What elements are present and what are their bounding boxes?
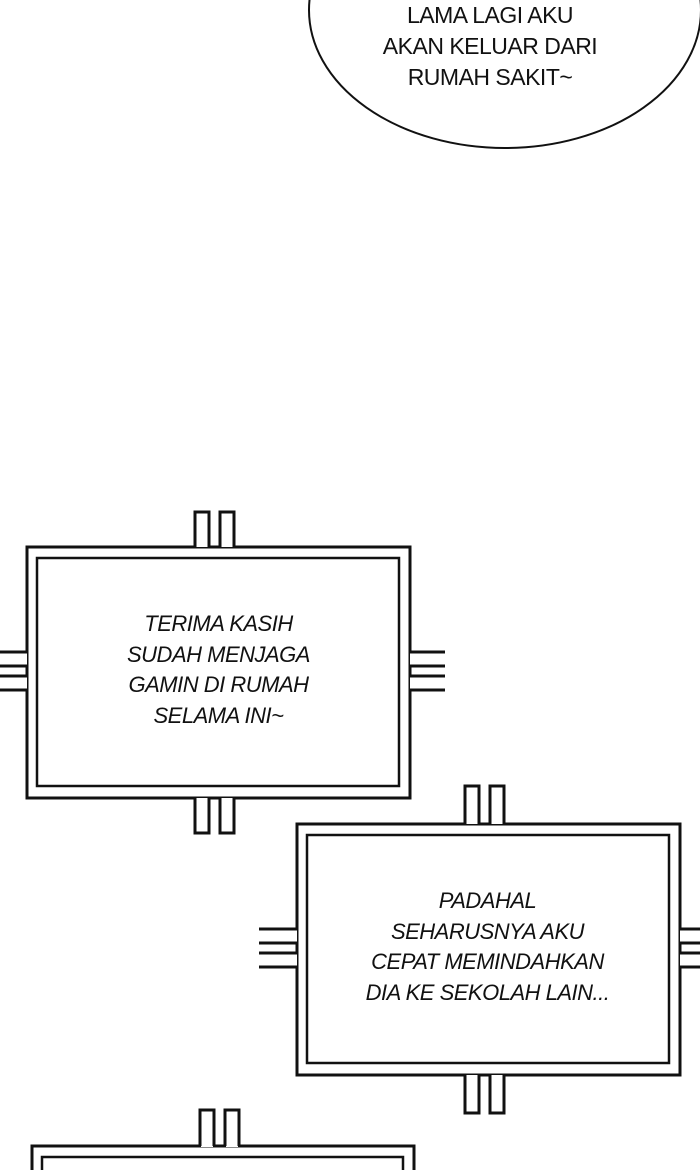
bubble-line: AKAN KELUAR DARI: [382, 33, 598, 59]
tab-fill: [680, 954, 700, 966]
tab-fill: [0, 653, 27, 665]
tab-fill: [259, 954, 297, 966]
tab-fill: [680, 930, 700, 942]
top-tab: [488, 784, 506, 824]
narration-line: CEPAT MEMINDAHKAN: [371, 949, 604, 974]
tab-fill: [491, 1075, 503, 1113]
bottom-tab: [488, 1075, 506, 1115]
tab-fill: [491, 786, 503, 824]
bottom-tab: [193, 798, 211, 835]
bottom-tab: [218, 798, 236, 835]
left-tab: [259, 927, 297, 945]
right-tab: [410, 674, 445, 692]
right-tab: [680, 927, 700, 945]
narration-line: PADAHAL: [438, 888, 537, 913]
narration-box-1-inner-border: [35, 556, 401, 788]
narration-line: SEHARUSNYA AKU: [390, 918, 585, 944]
tab-fill: [221, 798, 233, 833]
narration-box-2-inner-border: [305, 833, 671, 1065]
speech-bubble-text: LAMA LAGI AKU AKAN KELUAR DARI RUMAH SAK…: [340, 0, 640, 93]
top-tab: [218, 510, 236, 547]
left-tab: [259, 951, 297, 969]
top-tab: [193, 510, 211, 547]
tab-fill: [221, 512, 233, 547]
bubble-line: LAMA LAGI AKU: [406, 2, 574, 28]
narration-box-1-text: TERIMA KASIH SUDAH MENJAGA GAMIN DI RUMA…: [40, 609, 397, 731]
narration-box-3-inner-border: [40, 1155, 405, 1170]
left-tab: [0, 650, 27, 668]
narration-line: SELAMA INI~: [153, 702, 284, 728]
right-tab: [680, 951, 700, 969]
narration-line: SUDAH MENJAGA: [127, 641, 310, 667]
tab-fill: [0, 677, 27, 689]
top-tab: [223, 1108, 241, 1146]
tab-fill: [196, 512, 208, 547]
tab-fill: [466, 1075, 478, 1113]
right-tab: [410, 650, 445, 668]
narration-line: GAMIN DI RUMAH: [128, 672, 310, 697]
narration-line: TERIMA KASIH: [144, 611, 293, 636]
top-tab: [463, 784, 481, 824]
bubble-line: RUMAH SAKIT~: [407, 64, 573, 90]
speech-bubble-outline: [308, 0, 700, 149]
left-tab: [0, 674, 27, 692]
narration-box-2-text: PADAHAL SEHARUSNYA AKU CEPAT MEMINDAHKAN…: [310, 886, 665, 1008]
tab-fill: [226, 1110, 238, 1147]
tab-fill: [196, 798, 208, 833]
tab-fill: [201, 1110, 213, 1147]
bottom-tab: [463, 1075, 481, 1115]
tab-fill: [410, 677, 445, 689]
narration-line: DIA KE SEKOLAH LAIN...: [365, 979, 610, 1005]
top-tab: [198, 1108, 216, 1146]
tab-fill: [259, 930, 297, 942]
tab-fill: [466, 786, 478, 824]
tab-fill: [410, 653, 445, 665]
